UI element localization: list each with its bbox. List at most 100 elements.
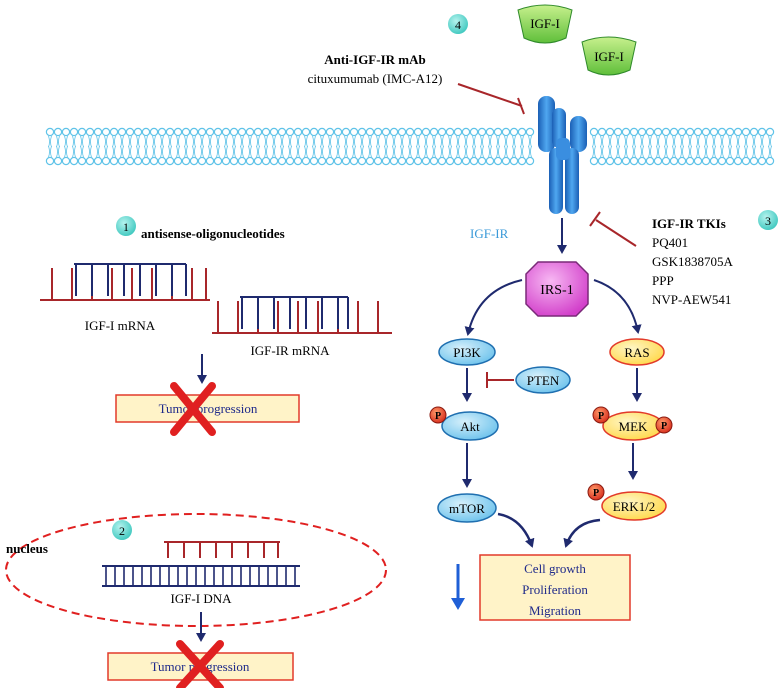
lipid-head bbox=[197, 127, 207, 137]
svg-text:PI3K: PI3K bbox=[453, 345, 481, 360]
lipid-tail bbox=[152, 145, 156, 158]
lipid-head bbox=[725, 156, 735, 166]
lipid-tail bbox=[472, 145, 476, 158]
lipid-head bbox=[277, 156, 287, 166]
lipid-head bbox=[277, 127, 287, 137]
lipid-head bbox=[85, 156, 95, 166]
tki-drug-2: GSK1838705A bbox=[652, 254, 734, 269]
lipid-tail bbox=[208, 135, 212, 148]
lipid-tail bbox=[256, 135, 260, 148]
lipid-tail bbox=[176, 145, 180, 158]
antibody-drug: cituxumumab (IMC-A12) bbox=[308, 71, 443, 86]
lipid-head bbox=[325, 127, 335, 137]
lipid-head bbox=[653, 127, 663, 137]
lipid-head bbox=[109, 156, 119, 166]
akt-node: Akt P bbox=[429, 406, 499, 441]
lipid-head bbox=[621, 156, 631, 166]
lipid-head bbox=[45, 127, 55, 137]
lipid-head bbox=[461, 127, 471, 137]
lipid-tail bbox=[592, 135, 596, 148]
lipid-head bbox=[597, 156, 607, 166]
lipid-tail bbox=[288, 145, 292, 158]
lipid-head bbox=[101, 127, 111, 137]
lipid-head bbox=[77, 156, 87, 166]
lipid-tail bbox=[264, 145, 268, 158]
lipid-tail bbox=[120, 135, 124, 148]
ras-node: RAS bbox=[609, 338, 665, 366]
lipid-head bbox=[525, 156, 535, 166]
lipid-head bbox=[413, 156, 423, 166]
lipid-head bbox=[693, 127, 703, 137]
lipid-tail bbox=[712, 135, 716, 148]
lipid-tail bbox=[424, 135, 428, 148]
lipid-head bbox=[453, 127, 463, 137]
lipid-tail bbox=[192, 135, 196, 148]
lipid-tail bbox=[512, 135, 516, 148]
lipid-tail bbox=[216, 135, 220, 148]
lipid-tail bbox=[128, 145, 132, 158]
svg-text:RAS: RAS bbox=[624, 345, 649, 360]
lipid-head bbox=[245, 127, 255, 137]
lipid-tail bbox=[160, 145, 164, 158]
lipid-tail bbox=[528, 135, 532, 148]
cross-mark-1 bbox=[170, 382, 216, 436]
lipid-head bbox=[605, 127, 615, 137]
outcome-line-2: Proliferation bbox=[522, 582, 588, 597]
lipid-head bbox=[365, 127, 375, 137]
lipid-tail bbox=[464, 135, 468, 148]
lipid-tail bbox=[168, 135, 172, 148]
lipid-tail bbox=[296, 145, 300, 158]
lipid-head bbox=[613, 156, 623, 166]
lipid-tail bbox=[88, 135, 92, 148]
lipid-head bbox=[301, 156, 311, 166]
igf-i-ligand-1: IGF-I bbox=[517, 4, 573, 44]
svg-text:MEK: MEK bbox=[619, 419, 649, 434]
lipid-head bbox=[213, 156, 223, 166]
lipid-tail bbox=[336, 135, 340, 148]
lipid-tail bbox=[80, 145, 84, 158]
tumor-label-1: Tumor progression bbox=[159, 401, 258, 416]
lipid-tail bbox=[304, 145, 308, 158]
lipid-tail bbox=[176, 135, 180, 148]
lipid-head bbox=[709, 156, 719, 166]
number-badge-1: 1 bbox=[116, 216, 136, 236]
lipid-head bbox=[405, 156, 415, 166]
lipid-tail bbox=[272, 145, 276, 158]
lipid-head bbox=[205, 127, 215, 137]
lipid-head bbox=[365, 156, 375, 166]
lipid-tail bbox=[640, 145, 644, 158]
lipid-tail bbox=[696, 135, 700, 148]
lipid-tail bbox=[424, 145, 428, 158]
lipid-tail bbox=[728, 145, 732, 158]
lipid-tail bbox=[672, 145, 676, 158]
lipid-head bbox=[613, 127, 623, 137]
lipid-tail bbox=[720, 145, 724, 158]
lipid-tail bbox=[632, 145, 636, 158]
lipid-tail bbox=[408, 135, 412, 148]
svg-text:4: 4 bbox=[455, 18, 461, 32]
lipid-head bbox=[221, 156, 231, 166]
lipid-tail bbox=[392, 135, 396, 148]
lipid-head bbox=[589, 156, 599, 166]
lipid-head bbox=[141, 127, 151, 137]
lipid-head bbox=[445, 127, 455, 137]
lipid-tail bbox=[248, 135, 252, 148]
lipid-tail bbox=[624, 135, 628, 148]
mrna1-label: IGF-I mRNA bbox=[85, 318, 156, 333]
lipid-tail bbox=[224, 135, 228, 148]
lipid-head bbox=[445, 156, 455, 166]
lipid-tail bbox=[352, 145, 356, 158]
lipid-tail bbox=[704, 135, 708, 148]
lipid-head bbox=[701, 127, 711, 137]
pi3k-node: PI3K bbox=[438, 338, 496, 366]
tumor-progression-box-1: Tumor progression bbox=[115, 394, 300, 423]
lipid-tail bbox=[216, 145, 220, 158]
lipid-head bbox=[717, 127, 727, 137]
lipid-head bbox=[669, 156, 679, 166]
lipid-head bbox=[469, 156, 479, 166]
lipid-head bbox=[85, 127, 95, 137]
lipid-tail bbox=[624, 145, 628, 158]
lipid-head bbox=[701, 156, 711, 166]
lipid-tail bbox=[736, 135, 740, 148]
lipid-tail bbox=[704, 145, 708, 158]
